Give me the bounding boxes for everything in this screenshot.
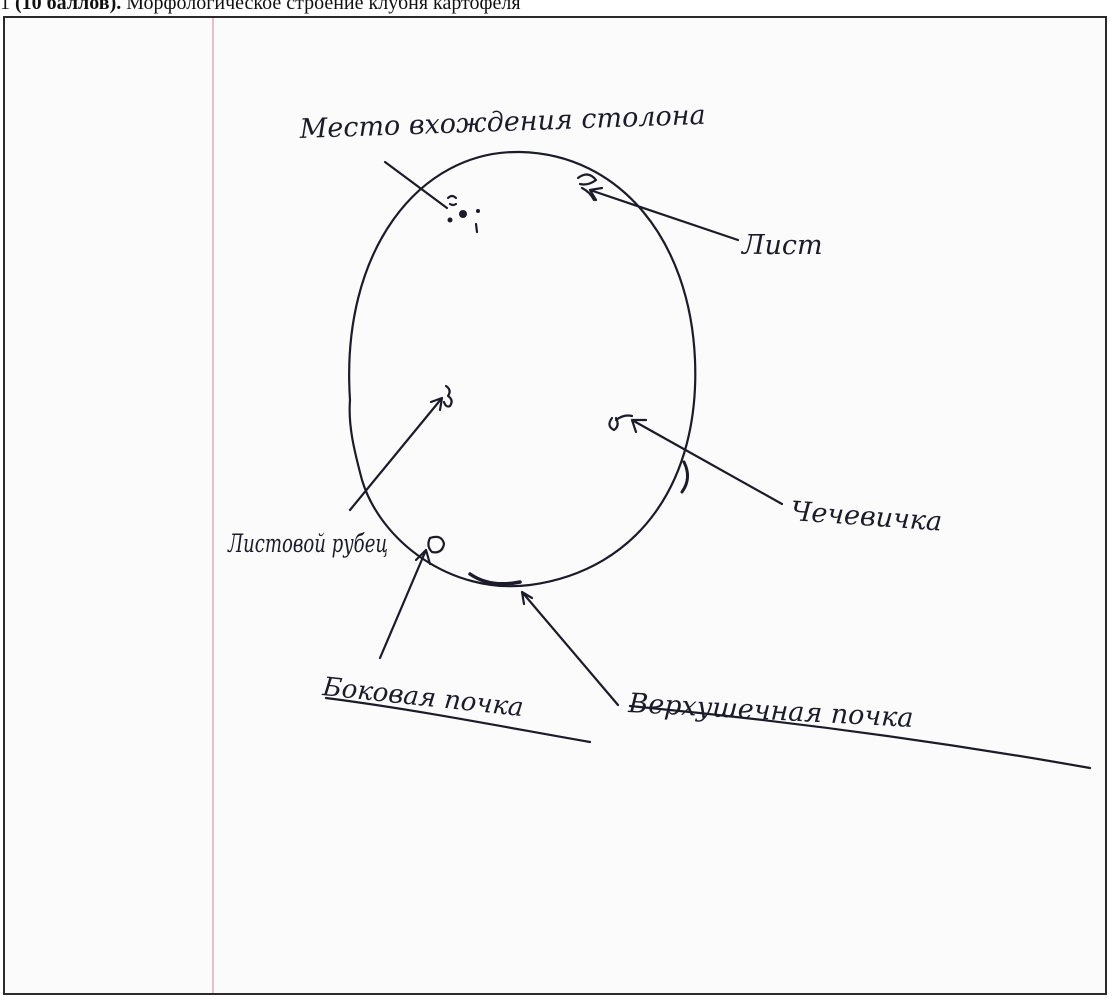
pointer-leaf <box>590 188 738 240</box>
tuber-outline <box>349 152 695 586</box>
label-leaf: Лист <box>740 230 823 261</box>
leaf-scar-mark <box>444 386 452 407</box>
pointer-lenticel <box>632 420 782 504</box>
label-apical-bud: Верхушечная почка <box>627 688 915 734</box>
pointer-apical-bud <box>522 592 618 705</box>
label-stolon-place: Место вхождения столона <box>298 100 706 145</box>
lateral-bud-mark <box>428 537 444 552</box>
label-lenticel: Чечевичка <box>790 496 944 538</box>
label-leaf-scar: Листовой рубец <box>227 529 388 558</box>
pointer-stolon <box>385 162 447 208</box>
label-lateral-bud: Боковая почка <box>320 672 525 723</box>
lenticel-mark <box>609 416 632 431</box>
side-mark <box>682 462 688 492</box>
stolon-eyes <box>448 196 481 232</box>
pointer-leaf-scar <box>350 398 442 510</box>
pointer-lateral-bud <box>380 550 430 658</box>
